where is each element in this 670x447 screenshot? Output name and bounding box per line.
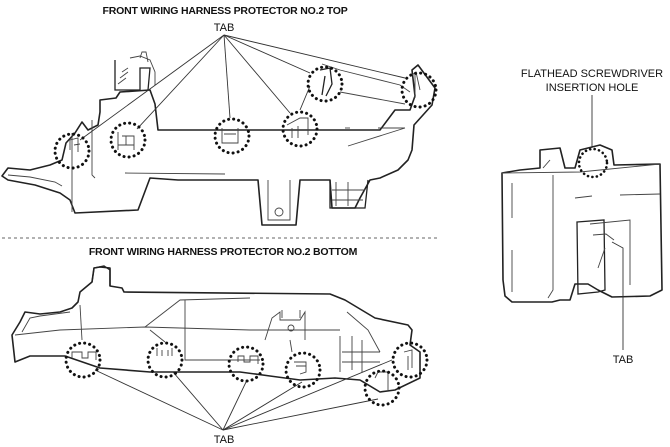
top-protector-part <box>1 51 436 226</box>
top-tab-marker <box>306 65 344 103</box>
top-tab-marker <box>109 121 147 159</box>
top-tab-marker <box>400 71 438 109</box>
top-tab-marker <box>53 132 91 170</box>
top-tab-callout-label: TAB <box>214 22 235 34</box>
bottom-protector-part <box>11 265 421 393</box>
bottom-tab-marker <box>284 351 322 389</box>
top-tab-marker <box>213 117 251 155</box>
detail-tab-label: TAB <box>613 354 634 366</box>
top-view: FRONT WIRING HARNESS PROTECTOR NO.2 TOP … <box>1 5 438 226</box>
top-tab-leaders <box>79 34 406 141</box>
bottom-tab-marker <box>227 345 265 383</box>
bottom-tab-marker <box>391 341 429 379</box>
screwdriver-hole-marker <box>577 147 609 179</box>
detail-view: FLATHEAD SCREWDRIVER INSERTION HOLE TAB <box>501 68 663 366</box>
bottom-tab-marker <box>363 369 401 407</box>
screwdriver-hole-label-line2: INSERTION HOLE <box>546 82 639 94</box>
bottom-tab-marker <box>64 341 102 379</box>
bottom-tab-marker <box>146 341 184 379</box>
top-tab-markers <box>53 65 438 170</box>
top-tab-marker <box>281 110 319 148</box>
bottom-tab-leaders <box>94 359 393 431</box>
bottom-tab-markers <box>64 341 429 407</box>
detail-clip-part <box>501 144 663 303</box>
detail-tab-leader <box>611 241 624 350</box>
bottom-view-title: FRONT WIRING HARNESS PROTECTOR NO.2 BOTT… <box>89 246 358 258</box>
bottom-view: FRONT WIRING HARNESS PROTECTOR NO.2 BOTT… <box>11 246 429 446</box>
bottom-tab-callout-label: TAB <box>214 434 235 446</box>
top-view-title: FRONT WIRING HARNESS PROTECTOR NO.2 TOP <box>103 5 348 17</box>
screwdriver-hole-label-line1: FLATHEAD SCREWDRIVER <box>521 68 663 80</box>
